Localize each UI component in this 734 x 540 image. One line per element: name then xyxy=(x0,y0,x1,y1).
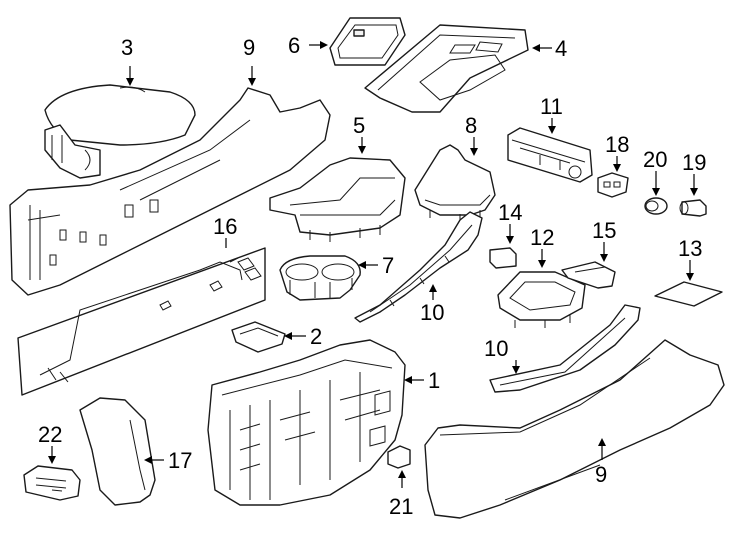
callout-lines xyxy=(48,41,698,488)
callout-numbers: 3 9 6 4 5 8 11 18 20 19 16 14 12 15 13 7… xyxy=(38,33,706,519)
part-12-bracket xyxy=(497,271,586,328)
callout-11: 11 xyxy=(540,94,563,119)
callout-14: 14 xyxy=(498,200,522,225)
part-10-lower-strip xyxy=(489,304,641,393)
part-9-right-panel xyxy=(424,339,725,519)
part-15-trim xyxy=(561,261,616,289)
callout-4: 4 xyxy=(555,36,567,61)
part-19-socket xyxy=(679,199,707,217)
callout-20: 20 xyxy=(643,147,667,172)
part-14-clip xyxy=(489,247,517,269)
callout-9-top: 9 xyxy=(243,35,255,60)
callout-18: 18 xyxy=(605,132,629,157)
part-2-small-tray xyxy=(231,321,286,353)
part-4-shifter-bezel xyxy=(364,24,529,113)
callout-3: 3 xyxy=(121,35,133,60)
part-21-clip xyxy=(387,445,411,469)
part-7-cup-holder xyxy=(279,255,361,301)
part-16-harness-box xyxy=(17,247,266,396)
callout-22: 22 xyxy=(38,422,62,447)
part-18-switch xyxy=(597,172,629,198)
part-6-tray xyxy=(329,17,406,66)
callout-10-lower: 10 xyxy=(484,336,508,361)
part-13-mat xyxy=(654,281,723,307)
callout-8: 8 xyxy=(465,113,477,138)
part-11-switch-panel xyxy=(507,127,593,183)
callout-13: 13 xyxy=(678,236,702,261)
part-22-usb-module xyxy=(23,465,81,501)
callout-2: 2 xyxy=(310,324,322,349)
part-8-shift-boot xyxy=(414,144,496,222)
callout-19: 19 xyxy=(682,150,706,175)
callout-1: 1 xyxy=(428,368,440,393)
part-20-knob xyxy=(644,197,668,215)
part-9-left-panel xyxy=(9,87,331,296)
callout-7: 7 xyxy=(382,253,394,278)
callout-5: 5 xyxy=(353,113,365,138)
callout-15: 15 xyxy=(592,218,616,243)
callout-9-bottom: 9 xyxy=(595,462,607,487)
callout-12: 12 xyxy=(530,225,554,250)
part-17-side-panel xyxy=(79,397,156,506)
callout-17: 17 xyxy=(168,448,192,473)
callout-6: 6 xyxy=(288,33,300,58)
part-10-upper-bracket xyxy=(354,211,483,323)
part-3-armrest-lid xyxy=(44,84,196,179)
callout-10-upper: 10 xyxy=(420,300,444,325)
callout-16: 16 xyxy=(213,214,237,239)
part-1-console-body xyxy=(207,339,406,506)
callout-21: 21 xyxy=(389,494,413,519)
part-5-center-bezel xyxy=(269,157,406,242)
